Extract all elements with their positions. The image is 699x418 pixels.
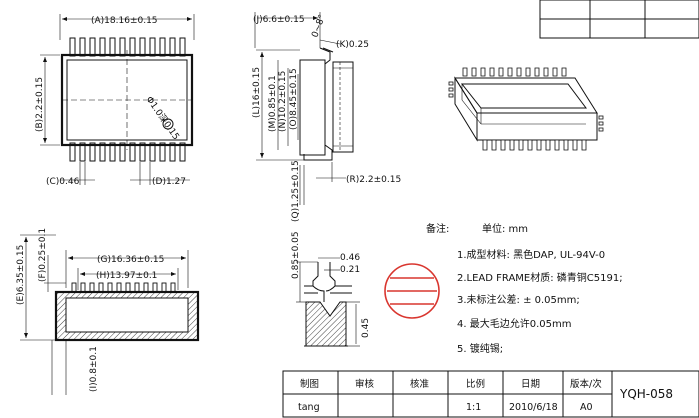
dim-l-label: (L)16±0.15: [252, 67, 262, 118]
part-number: YQH-058: [619, 387, 673, 401]
tb-header: 版本/次: [570, 378, 602, 390]
side-view: (J)6.6±0.15 0~8° (K)0.25 (L)16±0.15 (M)0…: [252, 12, 401, 222]
dim-h-label: (H)13.97±0.1: [96, 271, 157, 281]
front-view: (G)16.36±0.15 (H)13.97±0.1 (E)6.35±0.15: [16, 228, 200, 395]
dim-c-label: (C)0.46: [46, 177, 80, 187]
tb-header: 比例: [466, 378, 485, 390]
dim-pin1-label: Φ1.0深0.15: [144, 94, 182, 142]
top-pins-lower: [69, 142, 186, 162]
top-view: (A)18.16±0.15 Φ1.0深0.15: [35, 14, 195, 187]
top-pins-upper: [69, 37, 186, 57]
dim-f-label: (F)0.25±0.1: [38, 228, 48, 282]
dim-045-label: 0.45: [361, 318, 371, 338]
note-item: 1.成型材料: 黑色DAP, UL-94V-0: [457, 248, 605, 261]
dim-i-label: (I)0.8±0.1: [89, 346, 99, 392]
dim-r-label: (R)2.2±0.15: [346, 175, 401, 185]
tb-value: 1:1: [466, 402, 481, 413]
tb-header: 核准: [410, 378, 430, 390]
note-item: 3.未标注公差: ± 0.05mm;: [457, 293, 580, 306]
notes-unit: 单位: mm: [482, 222, 528, 235]
note-item: 5. 镀纯锡;: [457, 342, 503, 355]
dim-a-label: (A)18.16±0.15: [91, 16, 158, 26]
isometric-view: [448, 67, 604, 151]
dim-d-label: (D)1.27: [152, 177, 186, 187]
note-item: 2.LEAD FRAME材质: 磷青铜C5191;: [457, 271, 623, 284]
title-block: 制图 审核 核准 比例 日期 版本/次 tang 1:1 2010/6/18 A…: [282, 370, 699, 418]
detail-view: 0.85±0.05 0.46 0.21 0.45: [291, 231, 371, 347]
notes-block: 备注: 单位: mm 1.成型材料: 黑色DAP, UL-94V-0 2.LEA…: [426, 222, 623, 355]
dim-n-label: (N)10.2±0.15: [278, 71, 288, 132]
dim-j-label: (J)6.6±0.15: [253, 15, 305, 25]
note-item: 4. 最大毛边允许0.05mm: [457, 317, 571, 330]
tb-header: 日期: [521, 379, 540, 390]
dim-046-label: 0.46: [340, 253, 360, 263]
dim-m-label: (M)0.85±0.1: [268, 75, 278, 132]
dim-k-label: (K)0.25: [336, 40, 369, 50]
front-view-body: [54, 290, 200, 342]
dim-o-label: (O)8.45±0.15: [289, 68, 299, 130]
tb-header: 审核: [355, 378, 375, 390]
tb-header: 制图: [300, 378, 319, 390]
tb-value: tang: [298, 402, 320, 413]
pin1-mark-icon: [162, 118, 174, 130]
dim-q-label: (Q)1.25±0.15: [291, 160, 301, 222]
stamp-icon: [384, 263, 440, 319]
dim-g-label: (G)16.36±0.15: [97, 255, 164, 265]
dim-085-label: 0.85±0.05: [291, 231, 301, 279]
dim-e-label: (E)6.35±0.15: [16, 245, 26, 305]
tb-value: 2010/6/18: [509, 402, 558, 413]
notes-header: 备注:: [426, 222, 449, 235]
dim-b-label: (B)2.2±0.15: [35, 77, 45, 132]
revision-table: [539, 0, 699, 39]
dim-021-label: 0.21: [340, 265, 360, 275]
tb-value: A0: [580, 402, 593, 413]
